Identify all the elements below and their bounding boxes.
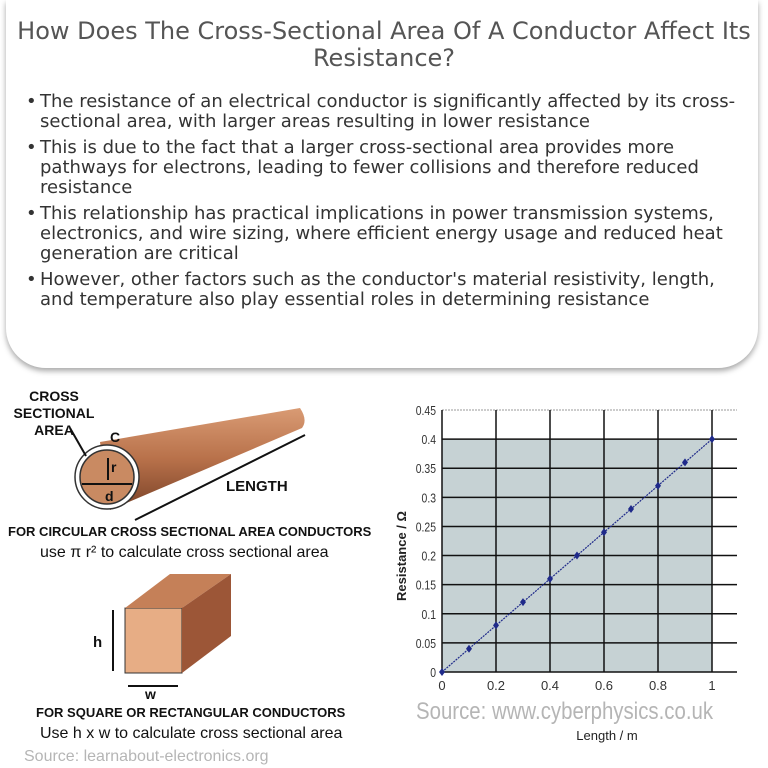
cross-label: CROSS SECTIONAL AREA (14, 388, 95, 439)
data-point (574, 551, 580, 560)
data-point (520, 598, 526, 607)
y-axis-label: Resistance / Ω (394, 511, 409, 601)
y-tick-label: 0.25 (416, 520, 437, 534)
data-point (601, 528, 607, 537)
rect-caption: FOR SQUARE OR RECTANGULAR CONDUCTORS (36, 705, 346, 720)
circular-caption: FOR CIRCULAR CROSS SECTIONAL AREA CONDUC… (8, 524, 372, 539)
x-tick-label: 1 (708, 678, 715, 693)
y-tick-label: 0.45 (416, 404, 437, 418)
data-point (439, 668, 445, 676)
rect-formula: Use h x w to calculate cross sectional a… (40, 725, 343, 742)
y-tick-label: 0.3 (422, 491, 437, 505)
wire-body (100, 408, 305, 510)
y-tick-label: 0.2 (422, 550, 436, 564)
bar-top (125, 574, 231, 608)
label-line: CROSS (29, 388, 79, 404)
data-point (682, 458, 688, 467)
bullet-item: This is due to the fact that a larger cr… (22, 138, 752, 198)
conductor-diagram (69, 408, 306, 687)
y-tick-label: 0.15 (416, 579, 437, 593)
y-tick-label: 0.05 (416, 637, 437, 651)
circular-formula: use π r² to calculate cross sectional ar… (40, 544, 329, 561)
label-line: AREA (34, 422, 74, 438)
diagram-source: Source: learnabout-electronics.org (24, 748, 269, 765)
x-tick-label: 0.4 (541, 678, 559, 693)
data-point (493, 621, 499, 630)
bullet-item: However, other factors such as the condu… (22, 270, 752, 310)
r-label: r (111, 459, 117, 475)
y-tick-label: 0.35 (416, 462, 437, 476)
x-tick-label: 0.6 (595, 678, 613, 693)
bullet-item: The resistance of an electrical conducto… (22, 92, 752, 132)
x-axis-label: Length / m (576, 728, 637, 743)
data-point (709, 435, 715, 444)
x-tick-label: 0.2 (487, 678, 505, 693)
x-tick-label: 0.8 (649, 678, 667, 693)
d-label: d (105, 488, 114, 504)
data-point (655, 481, 661, 490)
length-label: LENGTH (226, 478, 288, 495)
bullet-list: The resistance of an electrical conducto… (22, 92, 752, 316)
h-label: h (93, 634, 103, 651)
label-line: SECTIONAL (13, 405, 95, 421)
y-tick-label: 0 (430, 666, 436, 680)
chart-source: Source: www.cyberphysics.co.uk (416, 698, 714, 725)
c-label: C (110, 429, 121, 445)
data-point (547, 574, 553, 583)
data-point (628, 504, 634, 513)
data-point (466, 644, 472, 653)
bullet-item: This relationship has practical implicat… (22, 204, 752, 264)
y-tick-label: 0.4 (422, 433, 437, 447)
y-tick-label: 0.1 (422, 608, 436, 622)
page-title: How Does The Cross-Sectional Area Of A C… (17, 17, 751, 72)
bar-side (182, 574, 231, 673)
w-label: w (145, 686, 156, 702)
x-tick-label: 0 (438, 678, 445, 693)
